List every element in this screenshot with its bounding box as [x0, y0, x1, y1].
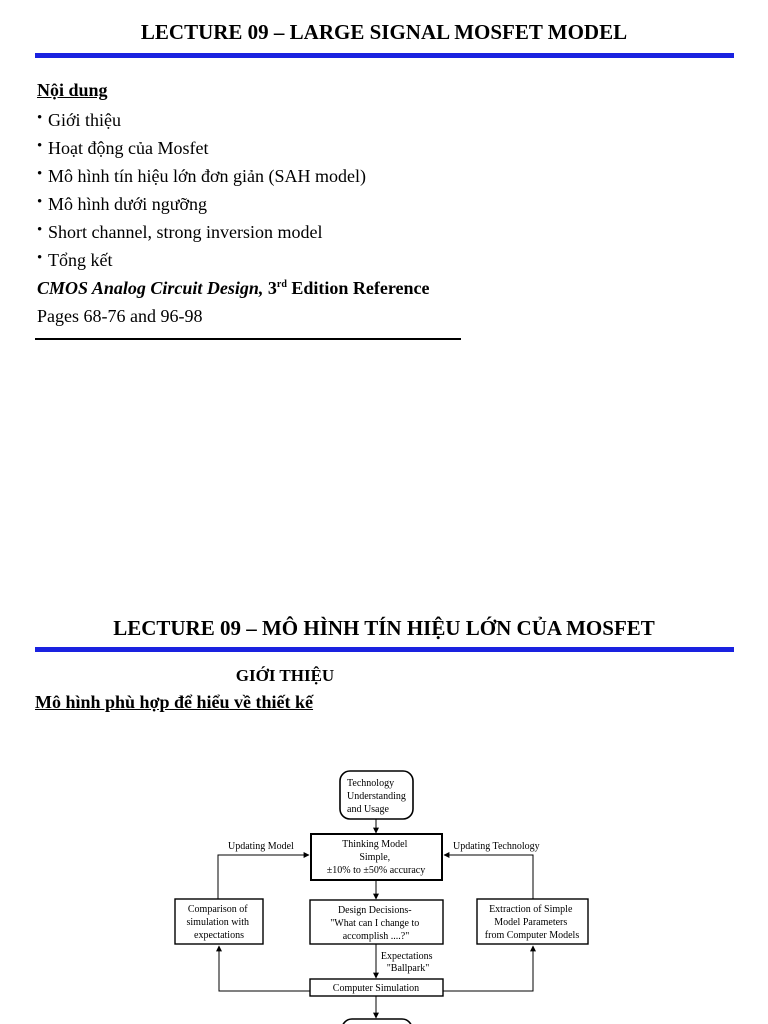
arrow-updating-model — [217, 852, 310, 899]
arrow-sim-to-comparison — [216, 945, 310, 992]
reference-rule — [35, 338, 461, 340]
slide2-title: LECTURE 09 – MÔ HÌNH TÍN HIỆU LỚN CỦA MO… — [113, 616, 655, 640]
slide1-title-rule — [35, 53, 734, 58]
extraction-box-text: Extraction of Simple Model Parameters fr… — [485, 904, 580, 941]
list-item: •Giới thiệu — [37, 110, 122, 130]
updating-technology-label: Updating Technology — [453, 841, 540, 852]
arrow-updating-technology — [443, 852, 534, 899]
list-item: •Mô hình dưới ngưỡng — [37, 194, 208, 214]
design-flow-diagram: Technology Understanding and Usage Think… — [174, 770, 589, 1024]
design-decisions-text: Design Decisions- "What can I change to … — [330, 905, 422, 942]
expectations-label: Expectations "Ballpark" — [381, 951, 435, 974]
reference-line: CMOS Analog Circuit Design, 3rd Edition … — [37, 278, 430, 299]
reference-edition-rest: Edition Reference — [291, 278, 430, 298]
bullet-icon: • — [37, 250, 43, 266]
comparison-box-text: Comparison of simulation with expectatio… — [187, 904, 252, 941]
extraction-box — [476, 898, 589, 945]
bullet-icon: • — [37, 166, 43, 182]
updating-model-label: Updating Model — [228, 841, 294, 852]
reference-pages: Pages 68-76 and 96-98 — [37, 306, 203, 326]
contents-heading: Nội dung — [37, 80, 108, 100]
next-step-box — [342, 1018, 412, 1024]
bullet-icon: • — [37, 138, 43, 154]
reference-edition-sup: rd — [276, 279, 287, 290]
bullet-icon: • — [37, 110, 43, 126]
computer-simulation-text: Computer Simulation — [333, 983, 419, 994]
thinking-model-text: Thinking Model Simple, ±10% to ±50% accu… — [327, 839, 425, 876]
section-subheading: Mô hình phù hợp để hiểu về thiết kế — [35, 692, 314, 712]
arrow-sim-to-extraction — [443, 945, 536, 992]
reference-book: CMOS Analog Circuit Design, — [37, 278, 264, 298]
list-item: •Hoạt động của Mosfet — [37, 138, 209, 158]
reference-edition-num: 3 — [267, 278, 277, 298]
technology-box-text: Technology Understanding and Usage — [347, 778, 408, 815]
list-item: •Tổng kết — [37, 250, 113, 270]
comparison-box — [174, 898, 264, 945]
section-heading: GIỚI THIỆU — [235, 666, 335, 685]
bullet-icon: • — [37, 222, 43, 238]
list-item: •Short channel, strong inversion model — [37, 222, 323, 242]
contents-list: •Giới thiệu •Hoạt động của Mosfet •Mô hì… — [37, 108, 366, 276]
bullet-icon: • — [37, 194, 43, 210]
slide1-title: LECTURE 09 – LARGE SIGNAL MOSFET MODEL — [140, 20, 628, 44]
list-item: •Mô hình tín hiệu lớn đơn giản (SAH mode… — [37, 166, 367, 186]
slide2-title-rule — [35, 647, 734, 652]
